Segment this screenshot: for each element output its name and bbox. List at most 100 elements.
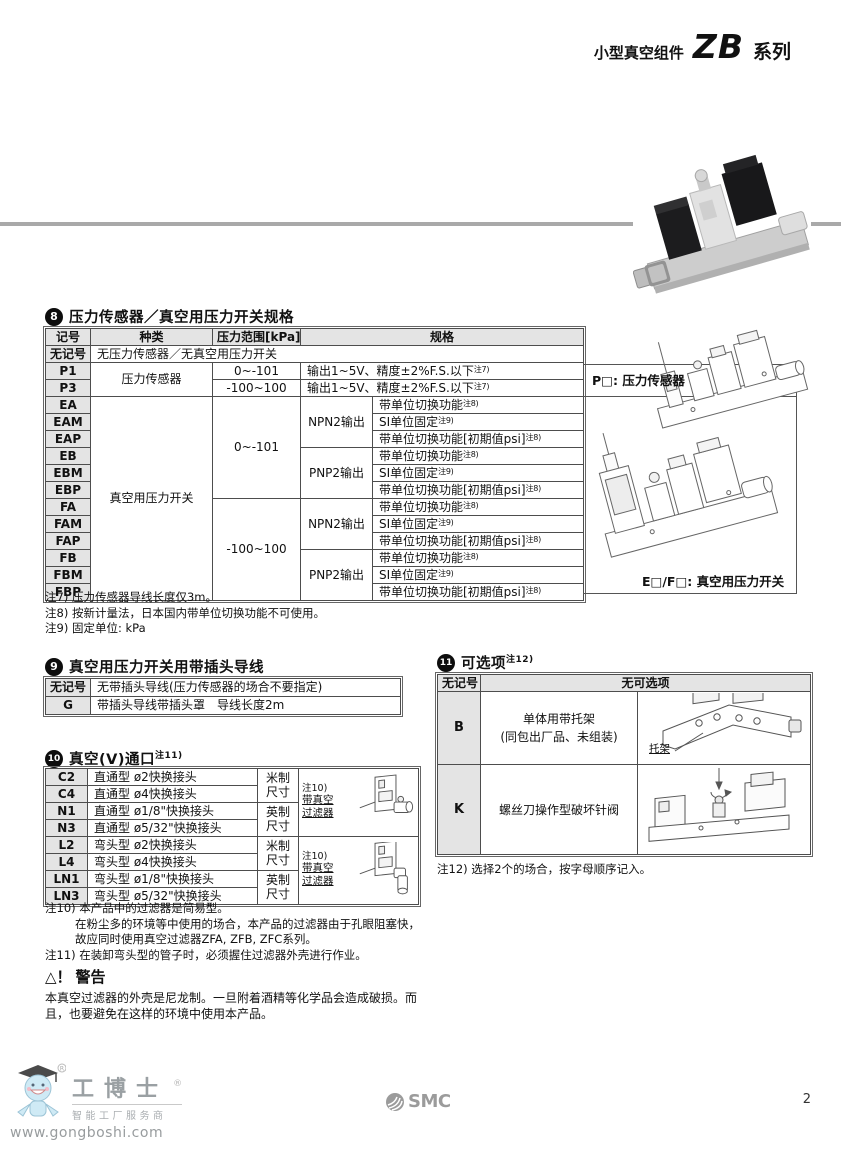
code-cell: FBP — [45, 583, 91, 601]
code-cell: FAP — [45, 532, 91, 550]
section11-title-note: 注12) — [506, 655, 534, 665]
note8: 注8) 按新计量法，日本国内带单位切换功能不可使用。 — [45, 605, 325, 620]
note9: 注9) 固定单位: kPa — [45, 621, 146, 635]
sensor-unit-illustration — [656, 329, 809, 429]
code-cell: 无记号 — [45, 345, 91, 363]
code-cell: EAM — [45, 413, 91, 431]
section11-heading: 11 可选项注12) — [437, 652, 534, 673]
code-cell: EA — [45, 396, 91, 414]
filter-callout: 注10) 带真空 过滤器 — [302, 773, 415, 832]
series-code: ZB — [692, 27, 744, 66]
needle-valve-illustration-wrap — [641, 766, 807, 853]
unit-cell: 米制尺寸 — [257, 836, 299, 871]
watermark-tagline: 智能工厂服务商 — [72, 1104, 183, 1122]
spec-cell: 带单位切换功能注8) — [371, 447, 585, 465]
spec-cell: 带单位切换功能注8) — [371, 549, 585, 567]
code-cell: 无记号 — [437, 674, 481, 692]
filter-label-line2: 过滤器 — [302, 875, 334, 888]
col-header-range: 压力范围[kPa] — [212, 328, 301, 346]
circled-9-icon: 9 — [45, 657, 63, 676]
warning-block: △！ 警告 本真空过滤器的外壳是尼龙制。一旦附着酒精等化学品会造成破损。而且，也… — [45, 966, 433, 1022]
spec-cell: 带单位切换功能[初期值psi]注8) — [371, 430, 585, 448]
circled-11-icon: 11 — [437, 653, 455, 672]
spec-cell: 带单位切换功能[初期值psi]注8) — [371, 583, 585, 601]
spec-cell: 带单位切换功能注8) — [371, 498, 585, 516]
code-cell: B — [437, 691, 481, 765]
option-illustration-cell: 托架 — [636, 691, 812, 765]
code-cell: EBP — [45, 481, 91, 499]
unit-cell: 米制尺寸 — [257, 768, 299, 803]
col-header-spec: 规格 — [299, 328, 585, 346]
warning-text: 本真空过滤器的外壳是尼龙制。一旦附着酒精等化学品会造成破损。而且，也要避免在这样… — [45, 991, 418, 1021]
code-cell: 无记号 — [45, 678, 91, 697]
spec-cell: 输出1~5V、精度±2%F.S.以下注7) — [299, 362, 585, 380]
section9-title: 真空用压力开关用带插头导线 — [69, 660, 264, 676]
output-cell: NPN2输出 — [300, 396, 373, 448]
spec-cell: SI单位固定注9) — [371, 413, 585, 431]
needle-valve-illustration — [648, 768, 790, 842]
range-cell: -100~100 — [212, 498, 301, 601]
note10-line2: 在粉尘多的环境等中使用的场合，本产品的过滤器由于孔眼阻塞快， — [75, 916, 420, 931]
desc-cell: 直通型 ø4快换接头 — [87, 785, 258, 803]
bracket-illustration-wrap: 托架 — [641, 693, 807, 763]
filter-note: 注10) — [302, 783, 328, 795]
code-cell: FA — [45, 498, 91, 516]
code-cell: C2 — [45, 768, 88, 786]
desc-cell: 弯头型 ø4快换接头 — [87, 853, 258, 871]
filter-label: 注10) 带真空 过滤器 — [302, 852, 352, 888]
code-cell: FBM — [45, 566, 91, 584]
kind-cell: 压力传感器 — [90, 362, 213, 397]
desc-cell: 直通型 ø2快换接头 — [87, 768, 258, 786]
elbow-fitting-filter-illustration — [359, 841, 408, 894]
page-header: 小型真空组件 ZB 系列 — [594, 27, 791, 66]
range-cell: 0~-101 — [212, 396, 301, 499]
spec-cell: SI单位固定注9) — [371, 464, 585, 482]
code-cell: N1 — [45, 802, 88, 820]
illustration-divider — [583, 396, 796, 397]
row-EAP: EAP 带单位切换功能[初期值psi]注8) — [45, 430, 585, 448]
smc-wordmark: SMC — [408, 1091, 451, 1112]
code-cell: EBM — [45, 464, 91, 482]
row-EBM: EBM SI单位固定注9) — [45, 464, 585, 482]
smc-wave-icon — [386, 1092, 404, 1111]
warning-title: 警告 — [75, 968, 106, 986]
code-cell: FAM — [45, 515, 91, 533]
section11-title: 可选项注12) — [461, 655, 534, 672]
section10-notes: 注10) 本产品中的过滤器是简易型。 在粉尘多的环境等中使用的场合，本产品的过滤… — [45, 901, 420, 963]
spec-cell: SI单位固定注9) — [371, 515, 585, 533]
desc-cell: 无带插头导线(压力传感器的场合不要指定) — [90, 678, 401, 697]
option-header-cell: 无可选项 — [479, 674, 812, 692]
watermark-brand: 工博士 — [72, 1077, 169, 1102]
filter-callout: 注10) 带真空 过滤器 — [302, 841, 415, 900]
watermark-text: 工博士 ® 智能工厂服务商 — [72, 1077, 183, 1122]
smc-logo: SMC — [385, 1091, 451, 1112]
series-suffix: 系列 — [752, 41, 791, 63]
section8-heading: 8 压力传感器／真空用压力开关规格 — [45, 306, 294, 327]
code-cell: L4 — [45, 853, 88, 871]
output-cell: PNP2输出 — [300, 549, 373, 601]
desc-cell: 直通型 ø1/8"快换接头 — [87, 802, 258, 820]
code-cell: EAP — [45, 430, 91, 448]
switch-illustration-label: E□/F□: 真空用压力开关 — [642, 574, 785, 589]
straight-fitting-filter-illustration — [359, 773, 414, 813]
warning-heading: △！ 警告 — [45, 966, 433, 987]
circled-8-icon: 8 — [45, 307, 63, 326]
section10-heading: 10 真空(V)通口注11) — [45, 748, 183, 769]
note10-line3: 故应同时使用真空过滤器ZFA, ZFB, ZFC系列。 — [75, 932, 317, 946]
row-FBP: FBP 带单位切换功能[初期值psi]注8) — [45, 583, 585, 601]
desc-cell: 弯头型 ø5/32"快换接头 — [87, 887, 258, 905]
code-cell: K — [437, 764, 481, 855]
code-cell: FB — [45, 549, 91, 567]
row-FAM: FAM SI单位固定注9) — [45, 515, 585, 533]
